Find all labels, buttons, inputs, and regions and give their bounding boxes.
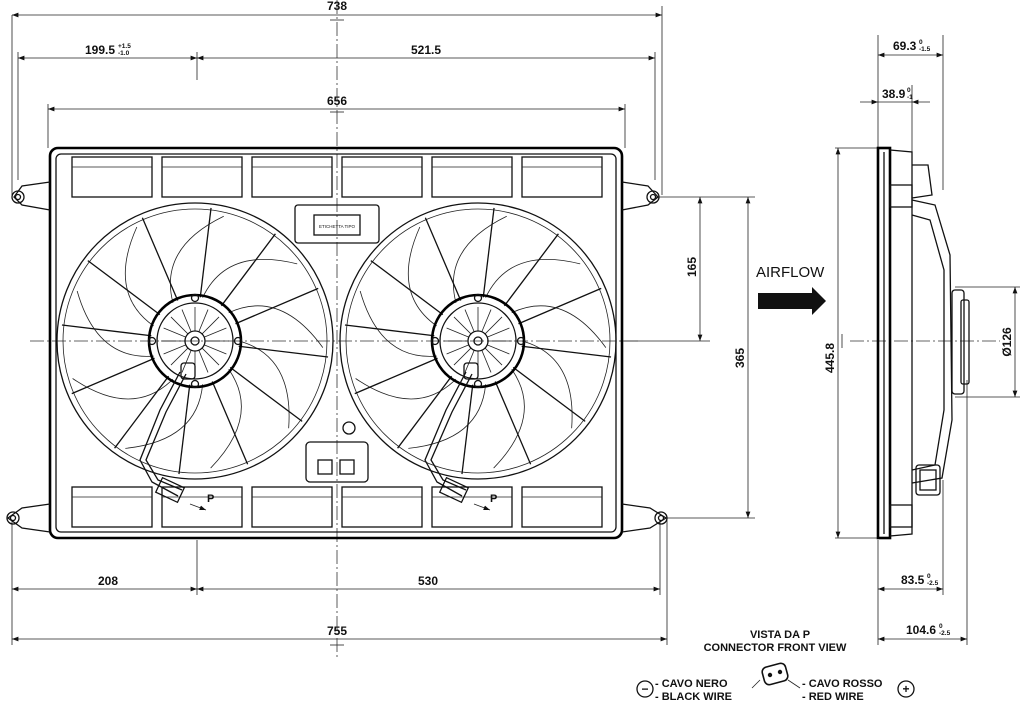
wiring-harness: P P: [139, 371, 497, 511]
dim-left-offset-tol-lower: -1.0: [118, 50, 130, 57]
type-label-text: ETICHETTA TIPO: [319, 224, 356, 229]
dim-bottom-span: 530: [418, 574, 438, 588]
fan-assemblies: [56, 202, 617, 480]
dim-motor-diameter: Ø126: [1000, 327, 1014, 357]
bottom-flaps: [71, 486, 603, 528]
connector-front-icon: [751, 662, 801, 689]
dim-mount-height: 365: [733, 348, 747, 368]
red-wire-it: - CAVO ROSSO: [802, 678, 883, 690]
dim-depth-bottom-tol-lower: -2.5: [927, 580, 939, 587]
front-dimensions: 738 199.5 +1.5 -1.0 521.5 656 208 530 75…: [11, 0, 755, 646]
dim-left-offset: 199.5: [85, 43, 115, 57]
dim-flange-tol-lower: -1: [907, 94, 913, 101]
dim-depth-top: 69.3: [893, 39, 917, 53]
connector-legend: VISTA DA P CONNECTOR FRONT VIEW − - CAVO…: [636, 629, 915, 703]
red-wire-en: - RED WIRE: [802, 691, 864, 703]
airflow-label: AIRFLOW: [756, 264, 825, 281]
svg-text:−: −: [641, 682, 648, 696]
connector-title-it: VISTA DA P: [750, 629, 810, 641]
type-label-plate: ETICHETTA TIPO: [294, 204, 380, 244]
dim-depth-top-tol-upper: 0: [919, 39, 923, 46]
dim-side-height: 445.8: [823, 343, 837, 373]
dim-depth-top-tol-lower: -1.5: [919, 46, 931, 53]
connector-title-en: CONNECTOR FRONT VIEW: [704, 642, 847, 654]
airflow-indicator: AIRFLOW: [756, 264, 826, 315]
positive-terminal-icon: +: [897, 680, 915, 698]
dim-depth-bottom-tol-upper: 0: [927, 573, 931, 580]
fan-left: [56, 202, 334, 480]
dim-overall-bottom: 755: [327, 624, 347, 638]
side-profile: [876, 146, 970, 540]
dim-overall-depth: 104.6: [906, 623, 936, 637]
mount-ear-bottom-left: [6, 503, 51, 533]
center-connector: [305, 421, 369, 483]
dim-overall-depth-tol-upper: 0: [939, 623, 943, 630]
dim-center-span-top: 521.5: [411, 43, 441, 57]
mount-ear-top-left: [11, 181, 51, 211]
airflow-arrow-icon: [758, 287, 826, 315]
fan-frame: ETICHETTA TIPO P P: [6, 0, 668, 660]
top-flaps: [71, 156, 603, 198]
black-wire-en: - BLACK WIRE: [655, 691, 732, 703]
mount-ear-bottom-right: [621, 503, 668, 533]
view-marker-right: P: [490, 493, 497, 505]
dim-overall-depth-tol-lower: -2.5: [939, 630, 951, 637]
dim-left-offset-tol-upper: +1.5: [118, 43, 131, 50]
svg-text:+: +: [902, 682, 909, 696]
dim-upper-height: 165: [685, 257, 699, 277]
dim-flange-depth: 38.9: [882, 87, 906, 101]
dim-flange-tol-upper: 0: [907, 87, 911, 94]
dim-depth-bottom: 83.5: [901, 573, 925, 587]
negative-terminal-icon: −: [636, 680, 654, 698]
mount-ear-top-right: [621, 181, 660, 211]
side-view: 69.3 0 -1.5 38.9 0 -1 445.8 Ø126 83.5 0 …: [823, 35, 1020, 645]
view-marker-left: P: [207, 493, 214, 505]
black-wire-it: - CAVO NERO: [655, 678, 728, 690]
dim-bottom-left: 208: [98, 574, 118, 588]
fan-right: [339, 202, 617, 480]
